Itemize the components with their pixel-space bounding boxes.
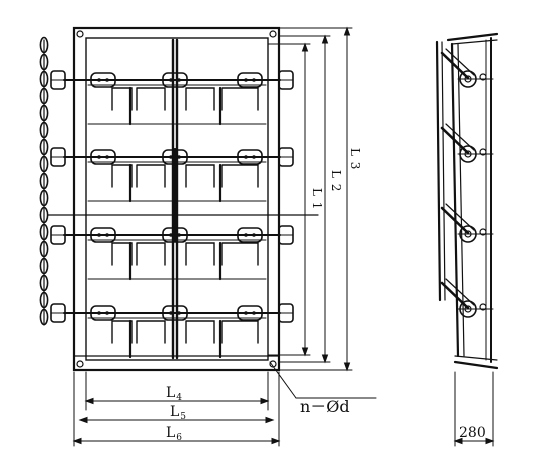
- dim-l5-label: L5: [170, 404, 187, 422]
- front-view: [39, 26, 319, 372]
- corner-bolts: [76, 30, 277, 368]
- dimension-lines: [72, 26, 377, 447]
- holes-leader: [269, 361, 297, 399]
- blade-rows: [50, 70, 294, 359]
- dim-l3-label: L 3: [348, 148, 362, 171]
- left-linkage-chain: [39, 36, 49, 326]
- side-blades: [440, 48, 494, 318]
- side-blade: [440, 278, 494, 318]
- center-rod: [171, 38, 179, 360]
- dim-l4-label: L4: [166, 385, 183, 403]
- side-blade: [440, 203, 494, 243]
- holes-callout: n－Ød: [300, 397, 350, 416]
- dim-l6-label: L6: [166, 425, 183, 443]
- side-blade: [440, 123, 494, 163]
- blade-row: [50, 147, 294, 203]
- inner-frame: [85, 37, 269, 361]
- blade-row: [50, 303, 294, 359]
- dim-l2-label: L 2: [329, 170, 343, 193]
- side-width-label: 280: [459, 425, 486, 441]
- side-blade: [440, 48, 494, 88]
- blade-row: [50, 70, 294, 126]
- outer-frame: [72, 26, 281, 372]
- side-view: [435, 32, 499, 447]
- dim-l1-label: L 1: [310, 188, 324, 211]
- blade-row: [50, 225, 294, 281]
